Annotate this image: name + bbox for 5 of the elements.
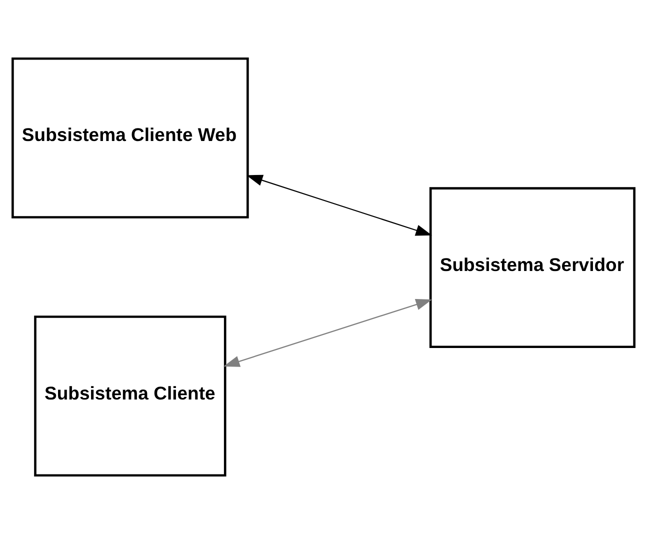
node-box: Subsistema Cliente [34, 316, 226, 477]
arrow [246, 174, 432, 236]
node-box: Subsistema Cliente Web [12, 57, 249, 218]
arrow [223, 299, 432, 367]
node-box: Subsistema Servidor [429, 187, 636, 348]
